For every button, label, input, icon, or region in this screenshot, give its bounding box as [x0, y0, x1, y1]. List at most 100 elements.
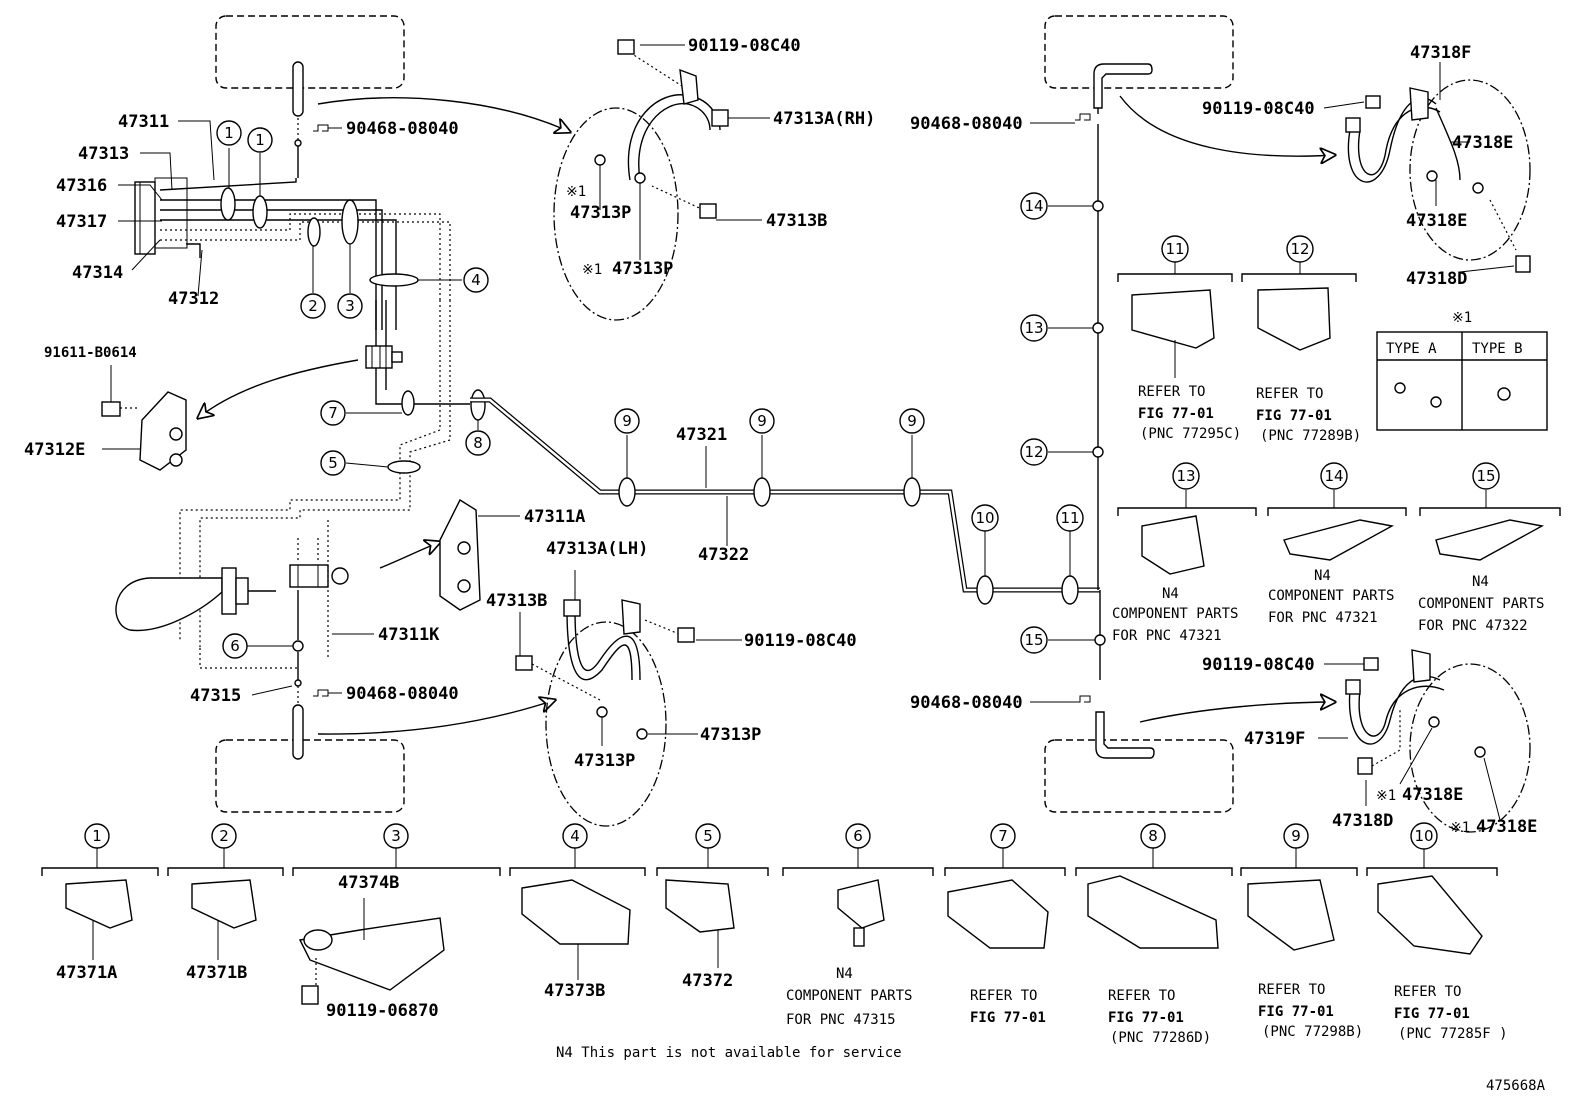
panel-callout-1[interactable]: 1	[84, 823, 110, 849]
panel4-part[interactable]: 47373B	[544, 981, 605, 1001]
label-47318D-b[interactable]: 47318D	[1332, 811, 1393, 831]
panel14-line1: N4	[1314, 568, 1331, 584]
arrow-to-front-right-hose	[1119, 95, 1335, 156]
panel12-line1: REFER TO	[1256, 386, 1323, 402]
rear-left-pipe-stub	[292, 704, 304, 760]
callout-13-main[interactable]: 13	[1020, 314, 1048, 342]
callout-6[interactable]: 6	[222, 633, 248, 659]
label-90119-08C40-b[interactable]: 90119-08C40	[744, 631, 857, 651]
clamp-8	[470, 389, 486, 421]
label-90119-08C40-d[interactable]: 90119-08C40	[1202, 655, 1315, 675]
callout-9b[interactable]: 9	[749, 408, 775, 434]
label-47313A-LH[interactable]: 47313A(LH)	[546, 539, 648, 559]
label-47318E-d[interactable]: 47318E	[1476, 817, 1537, 837]
callout-5[interactable]: 5	[320, 450, 346, 476]
label-47311[interactable]: 47311	[118, 112, 169, 132]
panel-callout-8[interactable]: 8	[1140, 823, 1166, 849]
arrow-to-rear-lh-hose	[317, 700, 555, 735]
panel7-line1: REFER TO	[970, 988, 1037, 1004]
label-91611-B0614[interactable]: 91611-B0614	[44, 345, 137, 361]
label-47318E-c[interactable]: 47318E	[1402, 785, 1463, 805]
label-90468-top-left[interactable]: 90468-08040	[346, 119, 459, 139]
panel2-part[interactable]: 47371B	[186, 963, 247, 983]
label-47313P-b[interactable]: 47313P	[612, 259, 673, 279]
callout-8[interactable]: 8	[465, 430, 491, 456]
label-47313B-bot[interactable]: 47313B	[486, 591, 547, 611]
panel-callout-7[interactable]: 7	[990, 823, 1016, 849]
callout-15-main[interactable]: 15	[1020, 626, 1048, 654]
clamp-47311A-drawing	[439, 498, 481, 611]
panel1-part[interactable]: 47371A	[56, 963, 117, 983]
label-47314[interactable]: 47314	[72, 263, 123, 283]
svg-text:15: 15	[1476, 467, 1495, 485]
callout-12-main[interactable]: 12	[1020, 438, 1048, 466]
label-47316[interactable]: 47316	[56, 176, 107, 196]
panel5-part[interactable]: 47372	[682, 971, 733, 991]
panel-callout-6[interactable]: 6	[845, 823, 871, 849]
panel-callout-3[interactable]: 3	[383, 823, 409, 849]
label-47311K[interactable]: 47311K	[378, 625, 440, 645]
label-47312[interactable]: 47312	[168, 289, 219, 309]
main-brake-pipe	[470, 397, 1100, 593]
label-90468-bot-left[interactable]: 90468-08040	[346, 684, 459, 704]
label-47313A-RH[interactable]: 47313A(RH)	[773, 109, 875, 129]
svg-text:9: 9	[907, 412, 917, 430]
panel12-line3: (PNC 77289B)	[1260, 428, 1361, 444]
callout-4[interactable]: 4	[463, 267, 489, 293]
callout-15-panel[interactable]: 15	[1472, 462, 1500, 490]
label-47311A[interactable]: 47311A	[524, 507, 585, 527]
callout-13-panel[interactable]: 13	[1172, 462, 1200, 490]
panel13-line3: FOR PNC 47321	[1112, 628, 1222, 644]
label-90468-bot-right[interactable]: 90468-08040	[910, 693, 1023, 713]
panel10-line1: REFER TO	[1394, 984, 1461, 1000]
clamp-9c	[903, 477, 921, 507]
label-47318E-b[interactable]: 47318E	[1406, 211, 1467, 231]
part-labels: 47311 47313 47316 47317 47314 47312 9161…	[24, 36, 1537, 837]
callout-12-panel[interactable]: 12	[1286, 235, 1314, 263]
label-47318D-a[interactable]: 47318D	[1406, 269, 1467, 289]
callout-9a[interactable]: 9	[614, 408, 640, 434]
callout-11-main[interactable]: 11	[1056, 504, 1084, 532]
label-47315[interactable]: 47315	[190, 686, 241, 706]
svg-text:12: 12	[1024, 443, 1043, 461]
callout-14-main[interactable]: 14	[1020, 192, 1048, 220]
label-47312E[interactable]: 47312E	[24, 440, 85, 460]
callout-10[interactable]: 10	[971, 504, 999, 532]
panel-callout-2[interactable]: 2	[211, 823, 237, 849]
label-47319F[interactable]: 47319F	[1244, 729, 1305, 749]
label-47318F[interactable]: 47318F	[1410, 43, 1471, 63]
label-47317[interactable]: 47317	[56, 212, 107, 232]
panel3-part-a[interactable]: 47374B	[338, 873, 399, 893]
label-47313[interactable]: 47313	[78, 144, 129, 164]
callout-9c[interactable]: 9	[899, 408, 925, 434]
label-47313P-d[interactable]: 47313P	[700, 725, 761, 745]
panel-callout-9[interactable]: 9	[1283, 823, 1309, 849]
callout-11-panel[interactable]: 11	[1161, 235, 1189, 263]
panel11-line1: REFER TO	[1138, 384, 1205, 400]
label-47321[interactable]: 47321	[676, 425, 727, 445]
panel-callout-4[interactable]: 4	[562, 823, 588, 849]
callout-1b[interactable]: 1	[247, 127, 273, 153]
callout-7[interactable]: 7	[320, 400, 346, 426]
label-47313B-top[interactable]: 47313B	[766, 211, 827, 231]
panel3-part-b[interactable]: 90119-06870	[326, 1001, 439, 1021]
callout-3[interactable]: 3	[337, 293, 363, 319]
label-47318E-a[interactable]: 47318E	[1452, 133, 1513, 153]
label-90468-top-right[interactable]: 90468-08040	[910, 114, 1023, 134]
svg-text:13: 13	[1176, 467, 1195, 485]
label-90119-08C40-a[interactable]: 90119-08C40	[688, 36, 801, 56]
front-rh-hose-drawing	[553, 39, 729, 321]
label-47313P-a[interactable]: 47313P	[570, 203, 631, 223]
label-47322[interactable]: 47322	[698, 545, 749, 565]
callout-2[interactable]: 2	[300, 293, 326, 319]
label-90119-08C40-c[interactable]: 90119-08C40	[1202, 99, 1315, 119]
callout-1a[interactable]: 1	[216, 120, 242, 146]
label-47313P-c[interactable]: 47313P	[574, 751, 635, 771]
panel10-line3: (PNC 77285F )	[1398, 1026, 1508, 1042]
panel-callout-10[interactable]: 10	[1410, 822, 1438, 850]
callout-14-panel[interactable]: 14	[1320, 462, 1348, 490]
bottom-panel-texts: 47371A 47371B 47374B 90119-06870 47373B …	[56, 873, 1508, 1046]
panel-callout-5[interactable]: 5	[695, 823, 721, 849]
label-type-a: TYPE A	[1386, 341, 1437, 357]
